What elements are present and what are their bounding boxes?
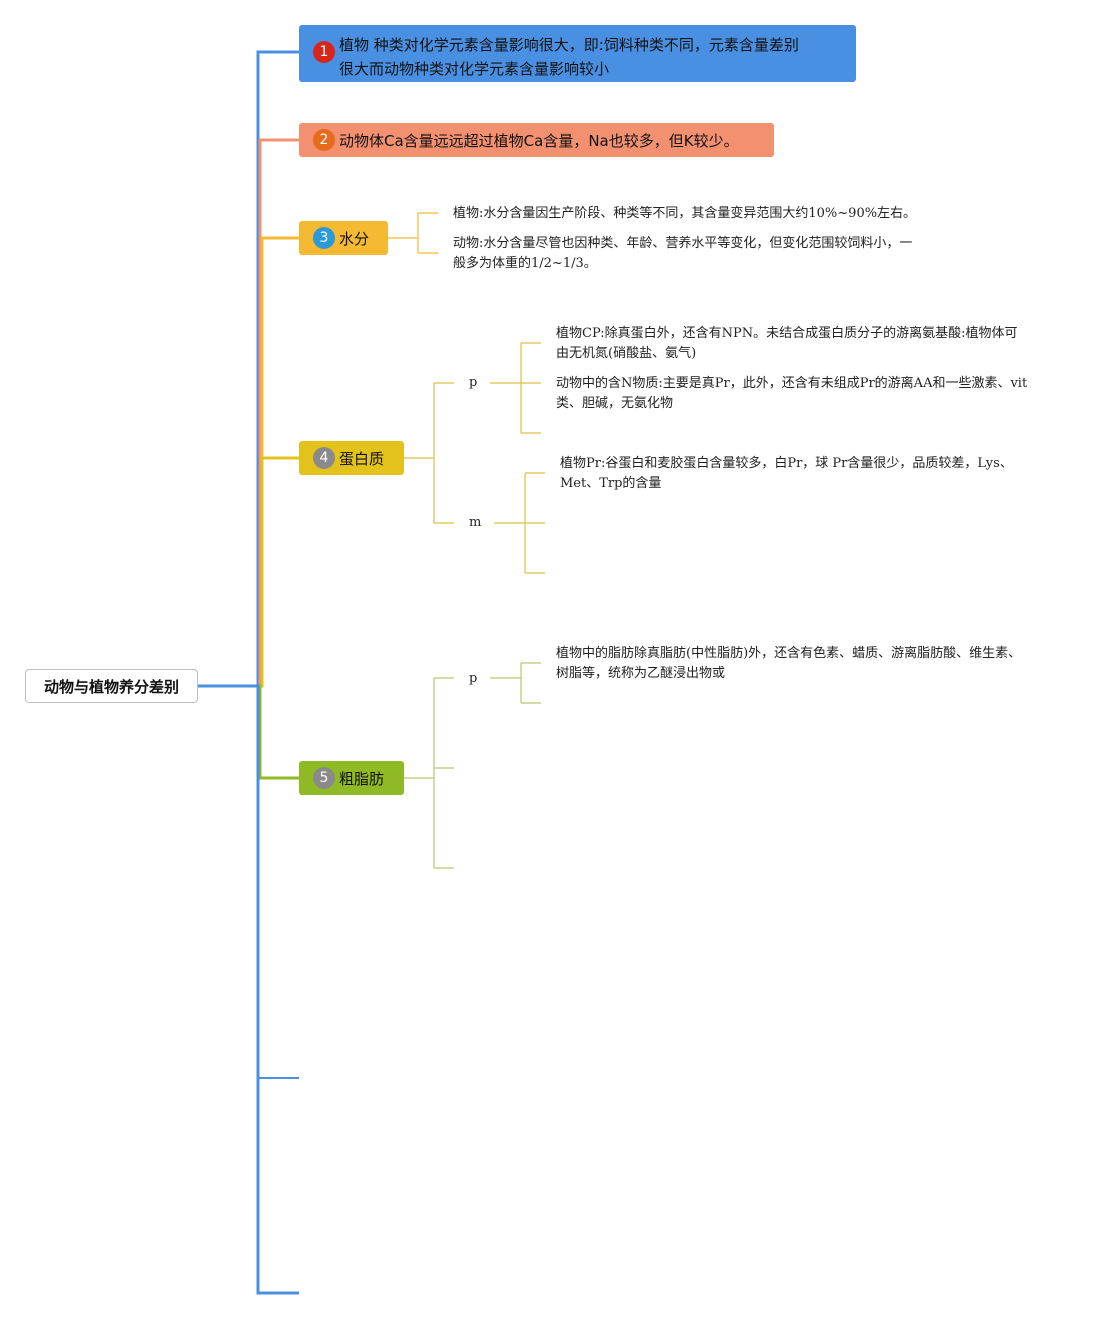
protein-plant-cp-line-2: 由无机氮(硝酸盐、氨气) (556, 346, 697, 361)
link-water-bracket (388, 212, 438, 254)
protein-plant-cp-line-1: 植物CP:除真蛋白外，还含有NPN。未结合成蛋白质分子的游离氨基酸:植物体可 (556, 326, 1018, 341)
link-root-blank-1 (198, 685, 299, 1079)
root-topic[interactable]: 动物与植物养分差别 (25, 669, 198, 703)
link-root-blank-2 (198, 684, 299, 1295)
protein-animal-n-line-2: 类、胆碱，无氨化物 (556, 396, 674, 411)
link-protein-bracket (404, 382, 454, 524)
fat-plant-note[interactable]: 植物中的脂肪除真脂肪(中性脂肪)外，还含有色素、蜡质、游离脂肪酸、维生素、 树脂… (556, 644, 1021, 684)
link-root-topic-2 (198, 138, 299, 688)
protein-animal-n-line-1: 动物中的含N物质:主要是真Pr，此外，还含有未组成Pr的游离AA和一些激素、vi… (556, 376, 1028, 391)
protein-plant-pr-note[interactable]: 植物Pr:谷蛋白和麦胶蛋白含量较多，白Pr，球 Pr含量很少，品质较差，Lys、… (560, 454, 1013, 494)
protein-plant-cp-note[interactable]: 植物CP:除真蛋白外，还含有NPN。未结合成蛋白质分子的游离氨基酸:植物体可 由… (556, 324, 1018, 364)
protein-plant-pr-line-2: Met、Trp的含量 (560, 476, 662, 491)
water-animal-note[interactable]: 动物:水分含量尽管也因种类、年龄、营养水平等变化，但变化范围较饲料小，一 般多为… (453, 234, 912, 274)
protein-p-node[interactable]: p (469, 375, 478, 390)
water-animal-line-2: 般多为体重的1/2~1/3。 (453, 256, 597, 271)
water-plant-note[interactable]: 植物:水分含量因生产阶段、种类等不同，其含量变异范围大约10%~90%左右。 (453, 206, 917, 221)
link-root-topic-1 (198, 50, 299, 688)
number-badge-5: 5 (313, 767, 335, 789)
number-badge-4: 4 (313, 447, 335, 469)
fat-p-node[interactable]: p (469, 671, 478, 686)
topic-4-label: 蛋白质 (339, 449, 385, 468)
link-protein-m (494, 472, 545, 574)
link-fat-p (490, 662, 541, 704)
link-protein-p (490, 342, 541, 434)
number-badge-1: 1 (313, 41, 335, 63)
topic-3-label: 水分 (339, 229, 370, 248)
topic-5-label: 粗脂肪 (339, 769, 385, 788)
topic-1-text: 植物 种类对化学元素含量影响很大，即:饲料种类不同，元素含量差别 很大而动物种类… (339, 33, 799, 81)
number-badge-2: 2 (313, 129, 335, 151)
link-root-topic-4 (198, 456, 299, 688)
topic-2-calcium[interactable]: 2 动物体Ca含量远远超过植物Ca含量，Na也较多，但K较少。 (299, 123, 774, 157)
water-animal-line-1: 动物:水分含量尽管也因种类、年龄、营养水平等变化，但变化范围较饲料小，一 (453, 236, 913, 251)
fat-plant-line-2: 树脂等，统称为乙醚浸出物或 (556, 666, 726, 681)
protein-m-node[interactable]: m (469, 515, 482, 530)
link-root-topic-3 (198, 236, 299, 688)
link-root-topic-5 (198, 684, 299, 780)
topic-4-protein[interactable]: 4 蛋白质 (299, 441, 404, 475)
number-badge-3: 3 (313, 227, 335, 249)
topic-1-line-2: 很大而动物种类对化学元素含量影响较小 (339, 60, 610, 78)
topic-1-element-content[interactable]: 1 植物 种类对化学元素含量影响很大，即:饲料种类不同，元素含量差别 很大而动物… (299, 25, 856, 82)
topic-2-label: 动物体Ca含量远远超过植物Ca含量，Na也较多，但K较少。 (339, 131, 739, 150)
topic-5-crude-fat[interactable]: 5 粗脂肪 (299, 761, 404, 795)
link-fat-bracket (404, 677, 454, 869)
fat-plant-line-1: 植物中的脂肪除真脂肪(中性脂肪)外，还含有色素、蜡质、游离脂肪酸、维生素、 (556, 646, 1022, 661)
protein-animal-n-note[interactable]: 动物中的含N物质:主要是真Pr，此外，还含有未组成Pr的游离AA和一些激素、vi… (556, 374, 1027, 414)
topic-3-water[interactable]: 3 水分 (299, 221, 388, 255)
protein-plant-pr-line-1: 植物Pr:谷蛋白和麦胶蛋白含量较多，白Pr，球 Pr含量很少，品质较差，Lys、 (560, 456, 1013, 471)
topic-1-line-1: 植物 种类对化学元素含量影响很大，即:饲料种类不同，元素含量差别 (339, 36, 799, 54)
